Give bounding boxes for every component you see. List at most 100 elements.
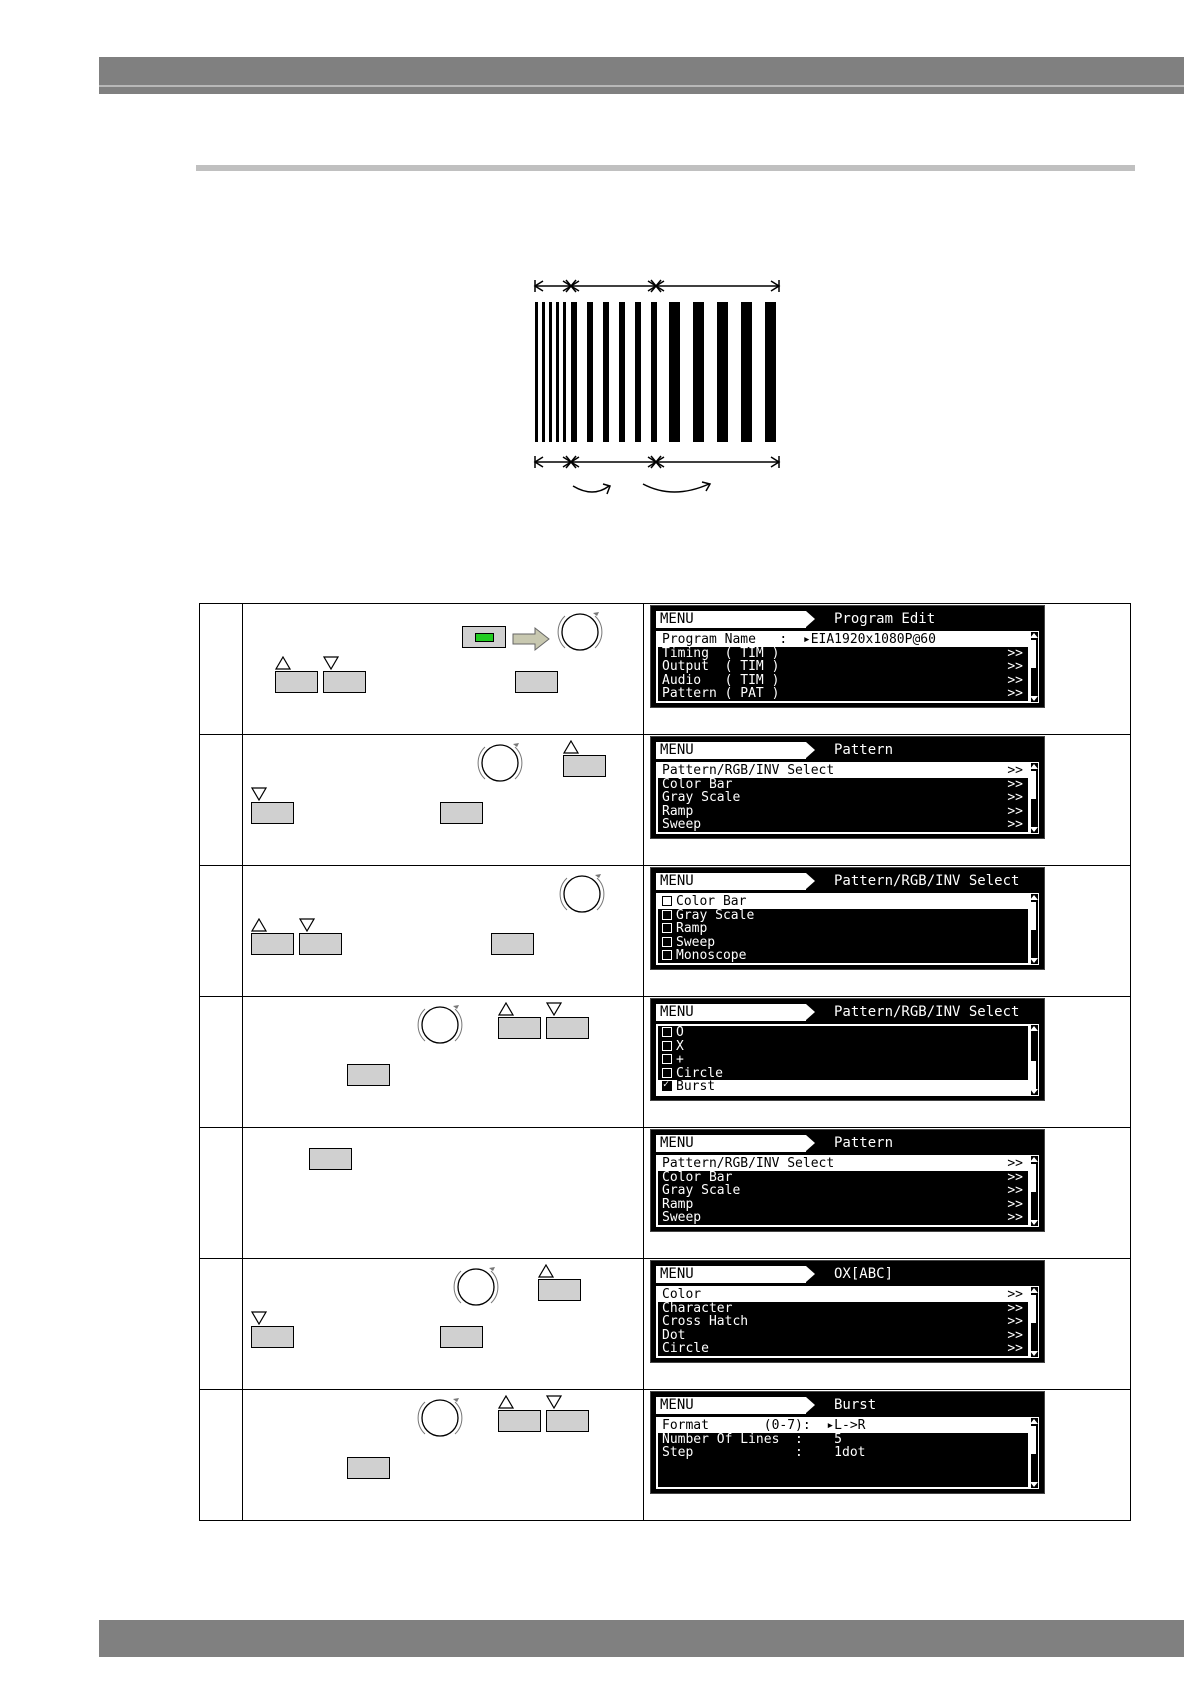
down-button[interactable] (323, 671, 366, 693)
lcd-menu-item[interactable]: Color Bar (658, 895, 1029, 909)
scroll-thumb[interactable] (1031, 1061, 1036, 1089)
lcd-menu-item[interactable]: Cross Hatch>> (658, 1315, 1029, 1329)
up-button[interactable] (251, 933, 294, 955)
down-button[interactable] (299, 933, 342, 955)
scroll-thumb[interactable] (1031, 1164, 1036, 1192)
lcd-menu-item[interactable]: Pattern/RGB/INV Select>> (658, 1157, 1029, 1171)
lcd-menu-item[interactable]: Color Bar>> (658, 1169, 1029, 1185)
lcd-menu-item[interactable]: X (658, 1039, 1029, 1054)
lcd-menu-item[interactable]: Ramp>> (658, 804, 1029, 819)
submenu-arrow-icon: >> (1007, 763, 1023, 778)
scroll-down-icon[interactable] (1030, 1482, 1038, 1487)
lcd-menu-item[interactable]: Circle (658, 1066, 1029, 1081)
scroll-down-icon[interactable] (1030, 958, 1038, 963)
rotary-dial-icon[interactable] (413, 1001, 467, 1049)
rotary-dial-icon[interactable] (553, 608, 607, 656)
set-button[interactable] (491, 933, 534, 955)
lcd-menu-item[interactable]: Timing ( TIM )>> (658, 646, 1029, 661)
scrollbar[interactable] (1028, 1024, 1039, 1096)
lcd-menu-item[interactable]: Sweep (658, 935, 1029, 950)
lcd-menu-label: MENU (656, 611, 806, 628)
lcd-menu-item[interactable]: Color>> (658, 1288, 1029, 1302)
set-button[interactable] (515, 671, 558, 693)
scrollbar[interactable] (1028, 631, 1039, 703)
checkbox-icon[interactable] (662, 1027, 672, 1037)
checkbox-icon[interactable] (662, 950, 672, 961)
lcd-menu-item[interactable]: Sweep>> (658, 1211, 1029, 1225)
scrollbar[interactable] (1028, 762, 1039, 834)
lcd-menu-item[interactable]: Ramp>> (658, 1197, 1029, 1212)
checkbox-icon[interactable] (662, 909, 672, 920)
scroll-up-icon[interactable] (1030, 764, 1038, 769)
scroll-thumb[interactable] (1031, 1426, 1036, 1454)
lcd-menu-item[interactable]: Circle>> (658, 1342, 1029, 1356)
scrollbar[interactable] (1028, 1417, 1039, 1489)
lcd-menu-item[interactable]: Audio ( TIM )>> (658, 673, 1029, 688)
lcd-menu-item[interactable]: Monoscope (658, 949, 1029, 963)
scroll-up-icon[interactable] (1030, 633, 1038, 638)
up-button[interactable] (563, 755, 606, 777)
scrollbar[interactable] (1028, 893, 1039, 965)
down-button[interactable] (546, 1017, 589, 1039)
checkbox-icon[interactable] (662, 936, 672, 947)
down-button[interactable] (546, 1410, 589, 1432)
lcd-menu-item[interactable]: Number Of Lines : 5 (658, 1432, 1029, 1447)
rotary-dial-icon[interactable] (555, 870, 609, 918)
checkbox-icon[interactable] (662, 1054, 672, 1065)
lcd-menu-item[interactable]: Program Name : ▸EIA1920x1080P@60 (658, 633, 1029, 647)
lcd-menu-item[interactable]: Sweep>> (658, 818, 1029, 832)
checked-box-icon[interactable] (662, 1078, 672, 1092)
lcd-menu-item[interactable]: Color Bar>> (658, 777, 1029, 792)
scroll-down-icon[interactable] (1030, 696, 1038, 701)
rotary-dial-icon[interactable] (473, 739, 527, 787)
lcd-menu-item[interactable]: Pattern/RGB/INV Select>> (658, 764, 1029, 778)
lcd-menu-item[interactable]: Gray Scale>> (658, 1184, 1029, 1198)
scroll-up-icon[interactable] (1030, 1026, 1038, 1031)
set-button[interactable] (347, 1064, 390, 1086)
lcd-menu-item[interactable]: Output ( TIM )>> (658, 660, 1029, 674)
lcd-menu-item[interactable]: Character>> (658, 1301, 1029, 1316)
lcd-menu-item[interactable]: Gray Scale (658, 908, 1029, 923)
up-button[interactable] (275, 671, 318, 693)
scrollbar[interactable] (1028, 1286, 1039, 1358)
lcd-menu-item[interactable]: Ramp (658, 922, 1029, 936)
lcd-menu-item[interactable]: + (658, 1053, 1029, 1067)
scroll-down-icon[interactable] (1030, 1220, 1038, 1225)
set-button[interactable] (440, 802, 483, 824)
lcd-menu-item[interactable]: Format (0-7): ▸L->R (658, 1419, 1029, 1433)
function-key-button[interactable] (462, 626, 506, 648)
rotary-dial-icon[interactable] (413, 1394, 467, 1442)
scrollbar[interactable] (1028, 1155, 1039, 1227)
lcd-menu-item[interactable]: Step : 1dot (658, 1446, 1029, 1460)
checkbox-icon[interactable] (662, 1040, 672, 1051)
scroll-up-icon[interactable] (1030, 1419, 1038, 1424)
scroll-thumb[interactable] (1031, 640, 1036, 668)
lcd-menu-item[interactable]: Dot>> (658, 1328, 1029, 1343)
lcd-item-label: Color Bar (662, 1169, 733, 1185)
down-button[interactable] (251, 802, 294, 824)
checkbox-icon[interactable] (662, 896, 672, 906)
set-button[interactable] (347, 1457, 390, 1479)
lcd-menu-item[interactable]: Gray Scale>> (658, 791, 1029, 805)
scroll-down-icon[interactable] (1030, 1351, 1038, 1356)
rotary-dial-icon[interactable] (449, 1263, 503, 1311)
up-button[interactable] (498, 1410, 541, 1432)
up-button[interactable] (538, 1279, 581, 1301)
scroll-up-icon[interactable] (1030, 1157, 1038, 1162)
up-button[interactable] (498, 1017, 541, 1039)
scroll-thumb[interactable] (1031, 771, 1036, 799)
scroll-down-icon[interactable] (1030, 1089, 1038, 1094)
lcd-menu-item[interactable]: O (658, 1026, 1029, 1040)
checkbox-icon[interactable] (662, 923, 672, 934)
scroll-up-icon[interactable] (1030, 1288, 1038, 1293)
down-button[interactable] (251, 1326, 294, 1348)
scroll-down-icon[interactable] (1030, 827, 1038, 832)
lcd-menu-item[interactable]: Burst (658, 1078, 1029, 1094)
lcd-menu-item[interactable]: Pattern ( PAT )>> (658, 687, 1029, 701)
scroll-thumb[interactable] (1031, 902, 1036, 930)
scroll-thumb[interactable] (1031, 1295, 1036, 1323)
set-button[interactable] (440, 1326, 483, 1348)
scroll-up-icon[interactable] (1030, 895, 1038, 900)
checkbox-icon[interactable] (662, 1067, 672, 1078)
escape-button[interactable] (309, 1148, 352, 1170)
